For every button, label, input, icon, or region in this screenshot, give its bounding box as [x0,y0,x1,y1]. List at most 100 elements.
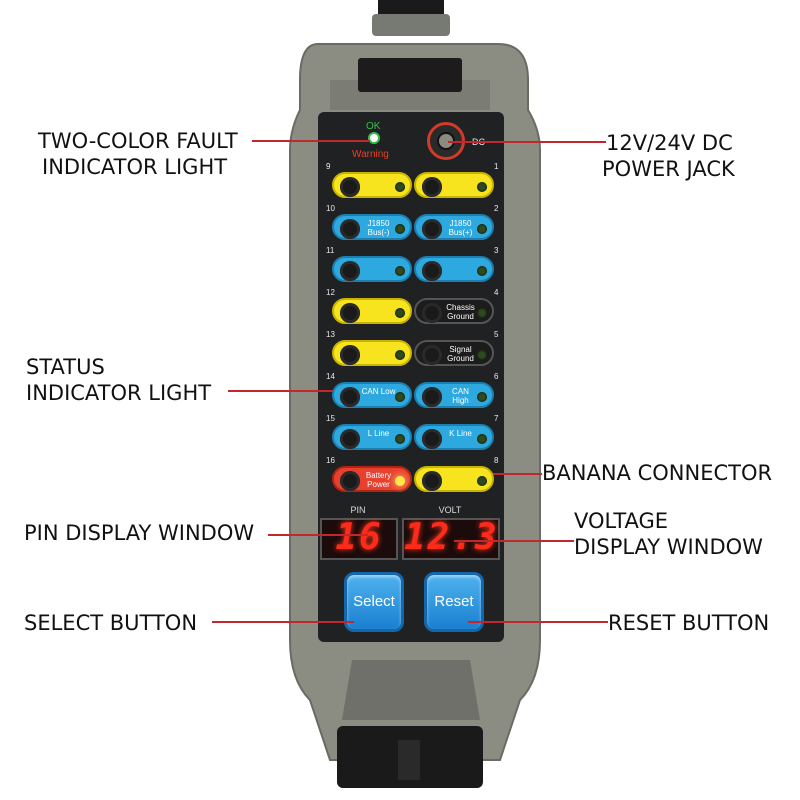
pin-number-2: 2 [494,204,499,213]
pin-number-14: 14 [326,372,335,381]
status-indicator-light-14 [395,392,405,402]
pin-label-6: CAN High [452,387,469,405]
pin-label-16: Battery Power [365,471,392,489]
banana-connector-pin-15[interactable]: L Line [332,424,412,450]
pin-number-6: 6 [494,372,499,381]
pin-number-9: 9 [326,162,331,171]
callout-power-jack-line2: POWER JACK [602,157,735,181]
socket-hole [340,261,360,281]
status-indicator-light-11 [395,266,405,276]
socket-hole [340,429,360,449]
pin-number-1: 1 [494,162,499,171]
banana-connector-pin-10[interactable]: J1850 Bus(-) [332,214,412,240]
status-indicator-light-3 [477,266,487,276]
banana-connector-pin-14[interactable]: CAN Low [332,382,412,408]
socket-hole [340,387,360,407]
banana-connector-pin-9[interactable] [332,172,412,198]
pin-label-10: J1850 Bus(-) [367,219,390,237]
status-indicator-light-13 [395,350,405,360]
pin-number-8: 8 [494,456,499,465]
socket-hole [422,345,442,365]
pin-label-5: Signal Ground [447,345,474,363]
pin-label-15: L Line [367,429,390,438]
callout-fault-light-line2: INDICATOR LIGHT [42,155,228,179]
status-indicator-light-5 [477,350,487,360]
status-indicator-light-6 [477,392,487,402]
pin-number-10: 10 [326,204,335,213]
callout-power-jack: 12V/24V DC POWER JACK [602,130,735,182]
volt-caption: VOLT [438,505,462,515]
banana-connector-pin-1[interactable] [414,172,494,198]
reset-button[interactable]: Reset [424,572,484,632]
pin-number-15: 15 [326,414,335,423]
socket-hole [340,219,360,239]
socket-hole [340,345,360,365]
banana-connector-pin-13[interactable] [332,340,412,366]
callout-select-button: SELECT BUTTON [24,611,198,635]
callout-line-pin [268,534,368,536]
status-indicator-light-8 [477,476,487,486]
banana-connector-pin-6[interactable]: CAN High [414,382,494,408]
pin-number-11: 11 [326,246,335,255]
banana-connector-pin-8[interactable] [414,466,494,492]
socket-hole [340,177,360,197]
callout-status-line1: STATUS [26,355,105,379]
pin-number-12: 12 [326,288,335,297]
socket-hole [422,387,442,407]
callout-reset-button: RESET BUTTON [608,611,770,635]
callout-volt-window-line1: VOLTAGE [574,509,669,533]
callout-power-jack-line1: 12V/24V DC [606,131,733,155]
callout-line-fault [252,140,370,142]
callout-line-select [212,621,354,623]
callout-line-volt [454,540,574,542]
status-indicator-light-9 [395,182,405,192]
banana-connector-pin-3[interactable] [414,256,494,282]
pin-number-5: 5 [494,330,499,339]
pin-label-7: K Line [449,429,472,438]
top-window [358,58,462,92]
pin-number-7: 7 [494,414,499,423]
dc-power-jack[interactable] [427,122,465,160]
callout-line-status [228,390,404,392]
status-indicator-light-4 [477,308,487,318]
fault-indicator-light [368,132,380,144]
ok-label: OK [366,121,381,132]
pin-label-4: Chassis Ground [446,303,475,321]
pin-label-14: CAN Low [361,387,396,396]
pin-number-13: 13 [326,330,335,339]
callout-line-banana [470,473,542,475]
select-button[interactable]: Select [344,572,404,632]
socket-hole [340,471,360,491]
socket-hole [422,261,442,281]
banana-connector-pin-11[interactable] [332,256,412,282]
socket-hole [422,303,442,323]
banana-connector-pin-16[interactable]: Battery Power [332,466,412,492]
callout-fault-light-line1: TWO-COLOR FAULT [38,129,238,153]
voltage-display-window: 12.3 [402,517,500,560]
banana-connector-pin-2[interactable]: J1850 Bus(+) [414,214,494,240]
status-indicator-light-16 [395,476,405,486]
status-indicator-light-1 [477,182,487,192]
status-indicator-light-12 [395,308,405,318]
status-indicator-light-7 [477,434,487,444]
callout-pin-window: PIN DISPLAY WINDOW [24,521,255,545]
callout-status-line2: INDICATOR LIGHT [26,381,212,405]
callout-volt-window-line2: DISPLAY WINDOW [574,535,763,559]
pin-number-16: 16 [326,456,335,465]
banana-connector-pin-12[interactable] [332,298,412,324]
banana-connector-pin-7[interactable]: K Line [414,424,494,450]
face-plate [318,112,504,642]
callout-status: STATUS INDICATOR LIGHT [26,354,211,406]
status-indicator-light-15 [395,434,405,444]
callout-line-reset [468,621,608,623]
callout-banana: BANANA CONNECTOR [542,461,773,485]
status-indicator-light-10 [395,224,405,234]
pin-label-2: J1850 Bus(+) [448,219,473,237]
banana-connector-pin-5[interactable]: Signal Ground [414,340,494,366]
socket-hole [422,177,442,197]
callout-line-power [448,141,606,143]
banana-connector-pin-4[interactable]: Chassis Ground [414,298,494,324]
pin-number-3: 3 [494,246,499,255]
socket-hole [422,429,442,449]
socket-hole [340,303,360,323]
